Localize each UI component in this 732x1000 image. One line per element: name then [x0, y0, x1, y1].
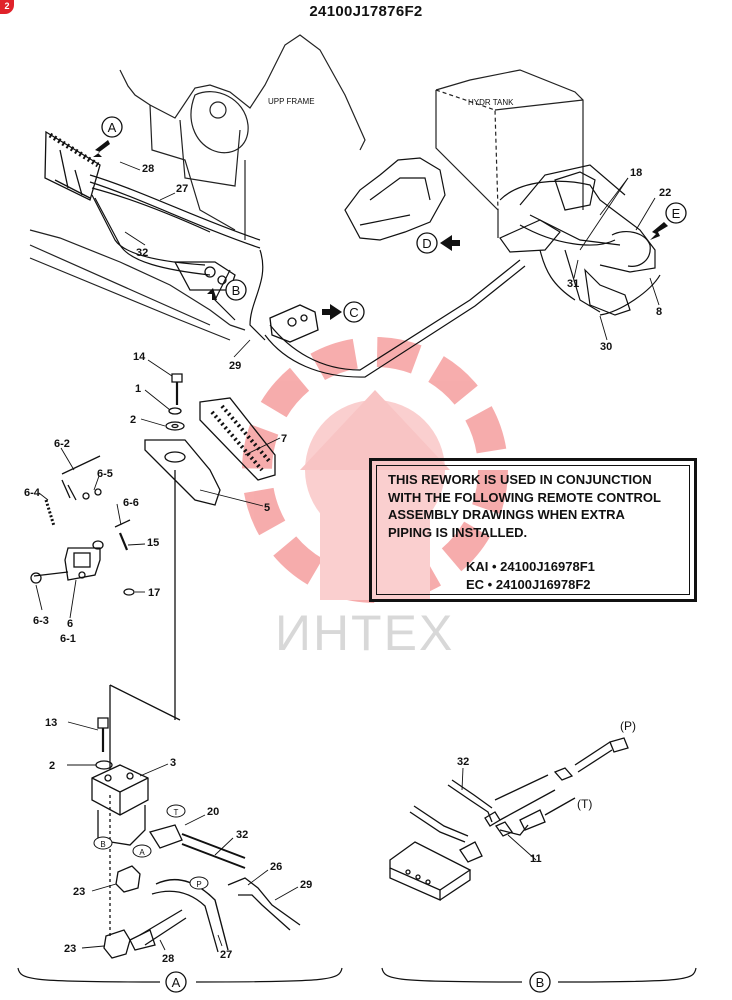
middle-callouts: 14 1 2 7 5 6-2 6-5 6-4 6-6 15 17 6-3 6 6…	[24, 351, 287, 645]
svg-text:D: D	[422, 236, 431, 251]
view-marker-b-top: B	[207, 279, 247, 301]
port-tag-t: T	[174, 808, 179, 817]
pedal-assembly	[109, 373, 276, 770]
bracket-assembly-6	[30, 455, 135, 596]
callout-29-bottom: 29	[300, 879, 312, 891]
pump-assembly-right	[499, 171, 656, 316]
view-arrow-d-icon	[440, 235, 460, 251]
callout-3: 3	[170, 757, 176, 769]
callout-27-top: 27	[176, 183, 188, 195]
upp-frame-label: UPP FRAME	[268, 97, 315, 106]
section-a-label: A	[17, 967, 343, 993]
top-callout-leaders	[119, 161, 660, 358]
drawing-number-title: 24100J17876F2	[309, 3, 423, 20]
page-corner-badge: 2	[0, 0, 14, 14]
callout-20: 20	[207, 806, 219, 818]
callout-6-3: 6-3	[33, 615, 49, 627]
callout-2-lower: 2	[49, 760, 55, 772]
callout-32-bottom: 32	[236, 829, 248, 841]
port-tag-a: A	[139, 848, 145, 857]
svg-text:A: A	[108, 120, 117, 135]
view-b-port-labels: (P) (T)	[577, 719, 636, 811]
callout-28-top: 28	[142, 163, 154, 175]
svg-text:A: A	[172, 975, 181, 990]
note-ref-ec: EC • 24100J16978F2	[466, 577, 591, 592]
middle-callout-leaders	[35, 359, 281, 619]
port-label-t-right: (T)	[577, 797, 592, 811]
right-pipes	[519, 164, 661, 316]
svg-text:B: B	[232, 283, 241, 298]
callout-6-4: 6-4	[24, 487, 41, 499]
view-a-callouts: 13 2 3 20 32 26 29 23 23 28 27	[45, 717, 312, 965]
view-a-callout-leaders	[67, 721, 299, 951]
view-arrow-c-icon	[322, 304, 342, 320]
callout-26: 26	[270, 861, 282, 873]
view-b-callout-leaders	[461, 767, 537, 861]
top-pipes	[89, 174, 526, 378]
port-label-p-right: (P)	[620, 719, 636, 733]
view-a-valve-assembly	[91, 717, 301, 959]
view-marker-c: C	[322, 301, 365, 323]
manifold-block-top	[173, 261, 236, 291]
svg-text:E: E	[672, 206, 681, 221]
note-ref-kai: KAI • 24100J16978F1	[466, 559, 595, 574]
section-b-label: B	[381, 967, 697, 993]
view-b-valve-assembly	[389, 737, 629, 901]
callout-32-top: 32	[136, 247, 148, 259]
control-valve-c	[269, 304, 319, 343]
top-callouts: 28 27 32 29 18 22 31 8 30	[136, 163, 671, 372]
rework-note-box: THIS REWORK IS USED IN CONJUNCTION WITH …	[369, 458, 697, 602]
callout-30: 30	[600, 341, 612, 353]
callout-1: 1	[135, 383, 141, 395]
callout-6-5: 6-5	[97, 468, 113, 480]
engine-block	[344, 157, 446, 241]
callout-11: 11	[530, 853, 542, 865]
callout-6: 6	[67, 618, 73, 630]
view-marker-e: E	[650, 202, 687, 240]
view-marker-a: A	[93, 116, 123, 157]
callout-7: 7	[281, 433, 287, 445]
callout-31: 31	[567, 278, 579, 290]
callout-32-view-b: 32	[457, 756, 469, 768]
view-arrow-e-icon	[650, 222, 668, 240]
view-a-port-tags: T P A B	[93, 804, 209, 890]
callout-28-bottom: 28	[162, 953, 174, 965]
remote-control-valve-top	[44, 130, 101, 201]
hydr-tank-label: HYDR TANK	[468, 98, 514, 107]
callout-18: 18	[630, 167, 642, 179]
svg-text:B: B	[536, 975, 545, 990]
port-tag-b: B	[100, 840, 105, 849]
callout-15: 15	[147, 537, 159, 549]
watermark-gear-logo	[242, 337, 508, 603]
callout-6-2: 6-2	[54, 438, 70, 450]
callout-27-bottom: 27	[220, 949, 232, 961]
rework-note-inner-frame	[376, 465, 690, 595]
callout-23-lower: 23	[64, 943, 76, 955]
upper-frame-outline	[29, 34, 366, 341]
callout-5: 5	[264, 502, 270, 514]
callout-17: 17	[148, 587, 160, 599]
callout-2-upper: 2	[130, 414, 136, 426]
view-arrow-a-icon	[93, 140, 110, 157]
callout-13: 13	[45, 717, 57, 729]
callout-29-top: 29	[229, 360, 241, 372]
callout-6-6: 6-6	[123, 497, 139, 509]
view-marker-d: D	[416, 232, 460, 254]
callout-8: 8	[656, 306, 662, 318]
svg-text:C: C	[349, 305, 358, 320]
view-b-callouts: 32 11	[457, 756, 542, 865]
port-tag-p: P	[196, 880, 201, 889]
rework-note-text: THIS REWORK IS USED IN CONJUNCTION WITH …	[388, 472, 661, 540]
callout-6-1: 6-1	[60, 633, 76, 645]
callout-14: 14	[133, 351, 146, 363]
callout-23-upper: 23	[73, 886, 85, 898]
watermark-text: ИНТЕХ	[275, 605, 455, 661]
hydraulic-tank-outline	[435, 69, 584, 238]
callout-22: 22	[659, 187, 671, 199]
view-arrow-b-icon	[207, 288, 217, 300]
